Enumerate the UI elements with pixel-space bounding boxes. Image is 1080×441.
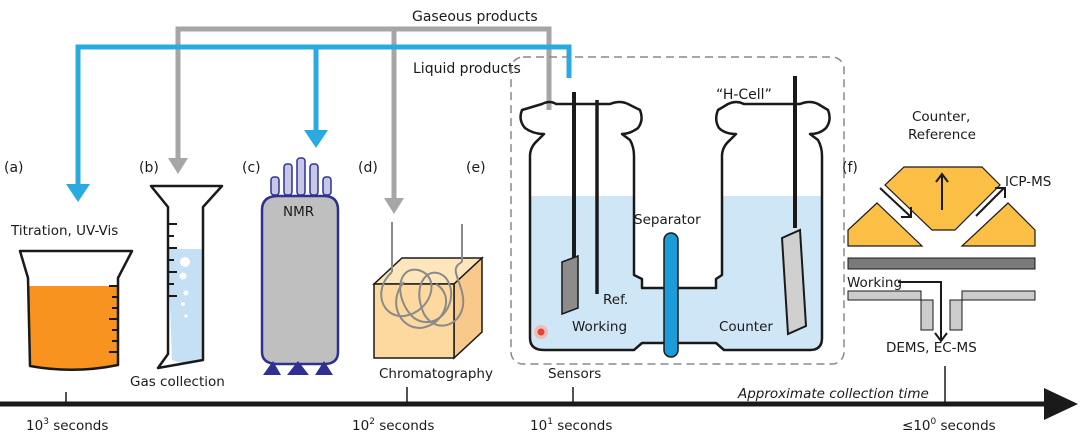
gas-arrowheads xyxy=(168,158,404,214)
panel-c-letter: (c) xyxy=(242,160,261,176)
panel-e-letter: (e) xyxy=(466,160,486,176)
beaker xyxy=(18,249,134,371)
icpms-label: ICP-MS xyxy=(1005,174,1051,190)
panel-f-letter: (f) xyxy=(842,160,858,176)
chromatography-box xyxy=(372,222,484,360)
timeline-label: Approximate collection time xyxy=(737,386,929,402)
h-cell-title: “H-Cell” xyxy=(716,87,772,103)
separator-label: Separator xyxy=(634,212,701,228)
nmr-label: NMR xyxy=(283,204,314,220)
panel-d-letter: (d) xyxy=(358,160,378,176)
panel-b-letter: (b) xyxy=(139,160,159,176)
tick-label-1s: ≤100 seconds xyxy=(902,417,996,434)
flow-cell xyxy=(847,166,1036,343)
gaseous-flow-lines xyxy=(175,26,552,200)
panel-d-caption: Chromatography xyxy=(379,366,493,382)
panel-b-caption: Gas collection xyxy=(130,374,225,390)
h-cell-frame xyxy=(510,56,845,365)
liquid-flow-lines xyxy=(75,44,572,186)
nmr-magnet xyxy=(260,157,340,375)
tick-label-100s: 102 seconds xyxy=(352,417,434,434)
counter-reference-label-2: Reference xyxy=(908,127,976,143)
ref-label: Ref. xyxy=(603,292,628,308)
dems-label: DEMS, EC-MS xyxy=(886,340,977,356)
panel-a-letter: (a) xyxy=(4,160,24,176)
timeline-axis xyxy=(0,366,1078,420)
gas-collection-tube xyxy=(149,184,224,370)
gaseous-products-label: Gaseous products xyxy=(412,9,538,25)
liquid-arrowheads xyxy=(66,130,328,202)
h-cell xyxy=(519,76,831,358)
tick-label-10s: 101 seconds xyxy=(530,417,612,434)
panel-a-caption: Titration, UV-Vis xyxy=(10,223,118,239)
flow-working-label: Working xyxy=(847,275,902,291)
working-label: Working xyxy=(572,319,627,335)
liquid-products-label: Liquid products xyxy=(413,61,521,77)
tick-label-1000s: 103 seconds xyxy=(26,417,108,434)
sensors-label: Sensors xyxy=(548,366,601,382)
counter-reference-label-1: Counter, xyxy=(912,109,970,125)
counter-label: Counter xyxy=(719,319,773,335)
